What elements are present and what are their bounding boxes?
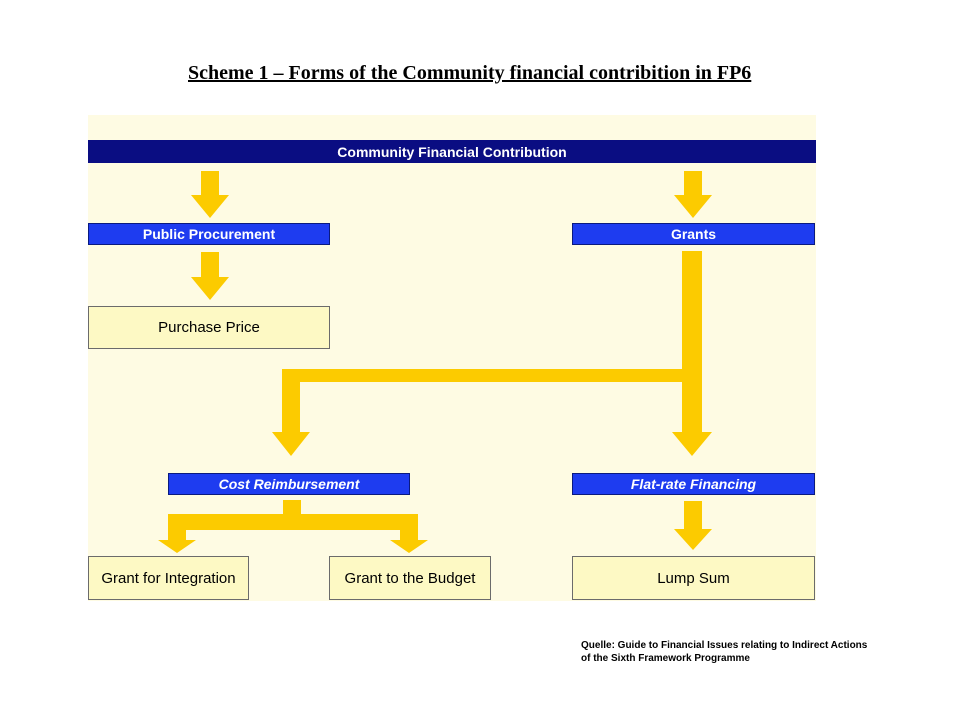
arrow-grants-to-flatrate (672, 251, 712, 456)
arrow-flatrate-to-lumpsum (674, 501, 712, 550)
node-lump-sum: Lump Sum (572, 556, 815, 600)
arrow-root-to-grants (674, 171, 712, 218)
scheme-title: Scheme 1 – Forms of the Community financ… (188, 62, 752, 84)
source-note: Quelle: Guide to Financial Issues relati… (581, 639, 867, 665)
node-grant-to-the-budget: Grant to the Budget (329, 556, 491, 600)
arrow-procurement-to-purchase (191, 252, 229, 300)
node-grant-for-integration: Grant for Integration (88, 556, 249, 600)
node-purchase-price: Purchase Price (88, 306, 330, 349)
arrow-costreimb-split (158, 500, 428, 553)
source-line-2: of the Sixth Framework Programme (581, 653, 750, 664)
node-cost-reimbursement: Cost Reimbursement (168, 473, 410, 495)
node-grants: Grants (572, 223, 815, 245)
node-public-procurement: Public Procurement (88, 223, 330, 245)
node-flat-rate-financing: Flat-rate Financing (572, 473, 815, 495)
source-line-1: Quelle: Guide to Financial Issues relati… (581, 640, 868, 651)
arrow-root-to-procurement (191, 171, 229, 218)
arrow-grants-to-costreimb (272, 369, 682, 456)
node-community-financial-contribution: Community Financial Contribution (88, 140, 816, 163)
